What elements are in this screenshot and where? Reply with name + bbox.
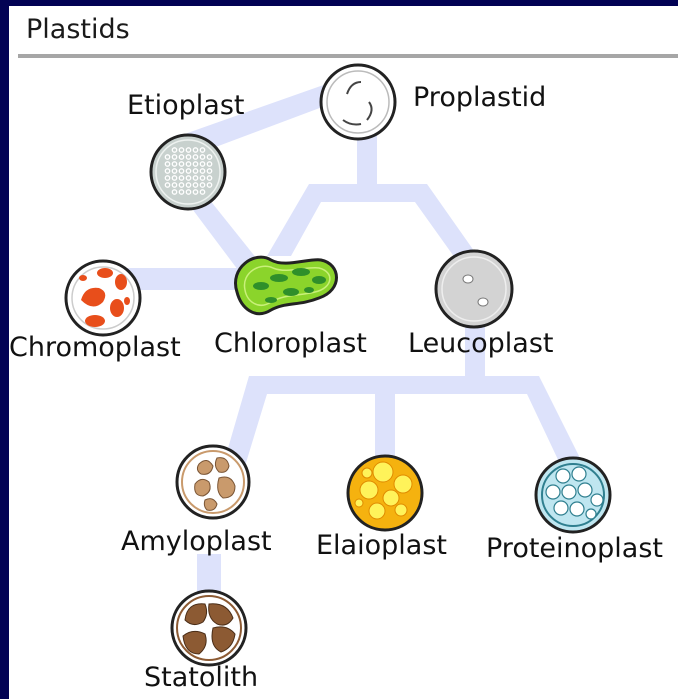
- connector-branch-upper: [267, 184, 479, 258]
- label-amyloplast: Amyloplast: [121, 526, 272, 558]
- diagram-panel: Plastids: [9, 6, 678, 699]
- connector-chromoplast-chloroplast: [127, 268, 245, 290]
- connector-elaioplast: [375, 394, 395, 458]
- label-statolith: Statolith: [144, 662, 258, 694]
- leucoplast-icon: [436, 251, 512, 327]
- label-proplastid: Proplastid: [413, 82, 546, 114]
- statolith-icon: [172, 591, 246, 665]
- elaioplast-icon: [348, 456, 422, 530]
- label-proteinoplast: Proteinoplast: [486, 533, 663, 565]
- chloroplast-icon: [236, 257, 337, 313]
- proplastid-icon: [321, 65, 395, 139]
- label-elaioplast: Elaioplast: [316, 530, 447, 562]
- etioplast-icon: [151, 135, 225, 209]
- chromoplast-icon: [66, 261, 140, 335]
- label-chromoplast: Chromoplast: [9, 332, 181, 364]
- amyloplast-icon: [177, 446, 249, 518]
- label-leucoplast: Leucoplast: [408, 328, 554, 360]
- connector-branch-lower: [224, 376, 581, 466]
- label-etioplast: Etioplast: [127, 90, 245, 122]
- label-chloroplast: Chloroplast: [214, 328, 367, 360]
- proteinoplast-icon: [536, 458, 610, 532]
